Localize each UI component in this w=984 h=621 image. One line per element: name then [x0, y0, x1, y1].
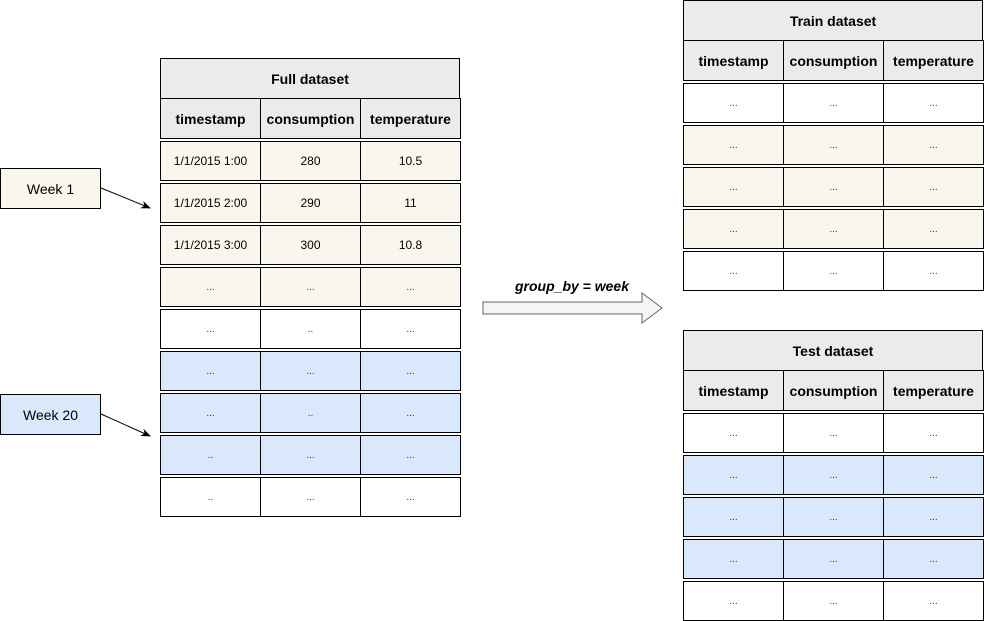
table-cell: .. [260, 393, 361, 433]
table-cell: 11 [360, 183, 461, 223]
table-cell: ... [783, 167, 884, 207]
table-cell: 290 [260, 183, 361, 223]
table-cell: ... [360, 393, 461, 433]
table-cell: ... [783, 251, 884, 291]
table-cell: ... [883, 581, 984, 621]
table-cell: ... [683, 209, 784, 249]
table-cell: ... [683, 539, 784, 579]
table-cell: ... [683, 497, 784, 537]
table-cell: 10.8 [360, 225, 461, 265]
full-dataset-title: Full dataset [160, 58, 460, 99]
table-cell: ... [260, 477, 361, 517]
column-header-consumption: consumption [260, 98, 361, 139]
table-cell: ... [883, 539, 984, 579]
table-cell: ... [883, 497, 984, 537]
group-by-block-arrow [482, 292, 663, 324]
week-1-label: Week 1 [0, 168, 101, 209]
table-cell: ... [783, 581, 884, 621]
table-cell: ... [160, 351, 261, 391]
table-cell: ... [783, 209, 884, 249]
table-cell: 280 [260, 141, 361, 181]
week-20-arrow [100, 413, 151, 437]
table-cell: ... [783, 413, 884, 453]
table-cell: ... [783, 83, 884, 123]
table-cell: ... [683, 83, 784, 123]
column-header-consumption: consumption [783, 370, 884, 411]
week-1-arrow [100, 187, 151, 209]
table-cell: ... [783, 539, 884, 579]
column-header-timestamp: timestamp [683, 40, 784, 81]
table-cell: 10.5 [360, 141, 461, 181]
table-cell: ... [783, 497, 884, 537]
test-dataset-title: Test dataset [683, 330, 983, 371]
table-cell: ... [360, 477, 461, 517]
table-cell: ... [883, 125, 984, 165]
table-cell: ... [683, 455, 784, 495]
table-cell: ... [160, 267, 261, 307]
column-header-timestamp: timestamp [160, 98, 261, 139]
table-cell: 300 [260, 225, 361, 265]
table-cell: ... [683, 581, 784, 621]
column-header-timestamp: timestamp [683, 370, 784, 411]
table-cell: .. [160, 477, 261, 517]
table-cell: ... [683, 167, 784, 207]
table-cell: ... [683, 251, 784, 291]
table-cell: ... [783, 455, 884, 495]
table-cell: 1/1/2015 2:00 [160, 183, 261, 223]
column-header-temperature: temperature [883, 370, 984, 411]
table-cell: ... [160, 309, 261, 349]
table-cell: ... [683, 413, 784, 453]
column-header-temperature: temperature [360, 98, 461, 139]
table-cell: ... [360, 309, 461, 349]
table-cell: ... [160, 393, 261, 433]
table-cell: ... [783, 125, 884, 165]
group-by-label: group_by = week [515, 278, 629, 294]
table-cell: .. [160, 435, 261, 475]
table-cell: 1/1/2015 1:00 [160, 141, 261, 181]
table-cell: ... [883, 83, 984, 123]
week-20-label: Week 20 [0, 394, 101, 435]
table-cell: ... [883, 251, 984, 291]
table-cell: ... [883, 413, 984, 453]
table-cell: ... [260, 435, 361, 475]
train-dataset-title: Train dataset [683, 0, 983, 41]
table-cell: 1/1/2015 3:00 [160, 225, 261, 265]
table-cell: ... [360, 267, 461, 307]
table-cell: ... [260, 351, 361, 391]
table-cell: ... [260, 267, 361, 307]
table-cell: ... [883, 455, 984, 495]
table-cell: .. [260, 309, 361, 349]
column-header-temperature: temperature [883, 40, 984, 81]
table-cell: ... [883, 167, 984, 207]
table-cell: ... [683, 125, 784, 165]
table-cell: ... [360, 435, 461, 475]
column-header-consumption: consumption [783, 40, 884, 81]
table-cell: ... [360, 351, 461, 391]
table-cell: ... [883, 209, 984, 249]
